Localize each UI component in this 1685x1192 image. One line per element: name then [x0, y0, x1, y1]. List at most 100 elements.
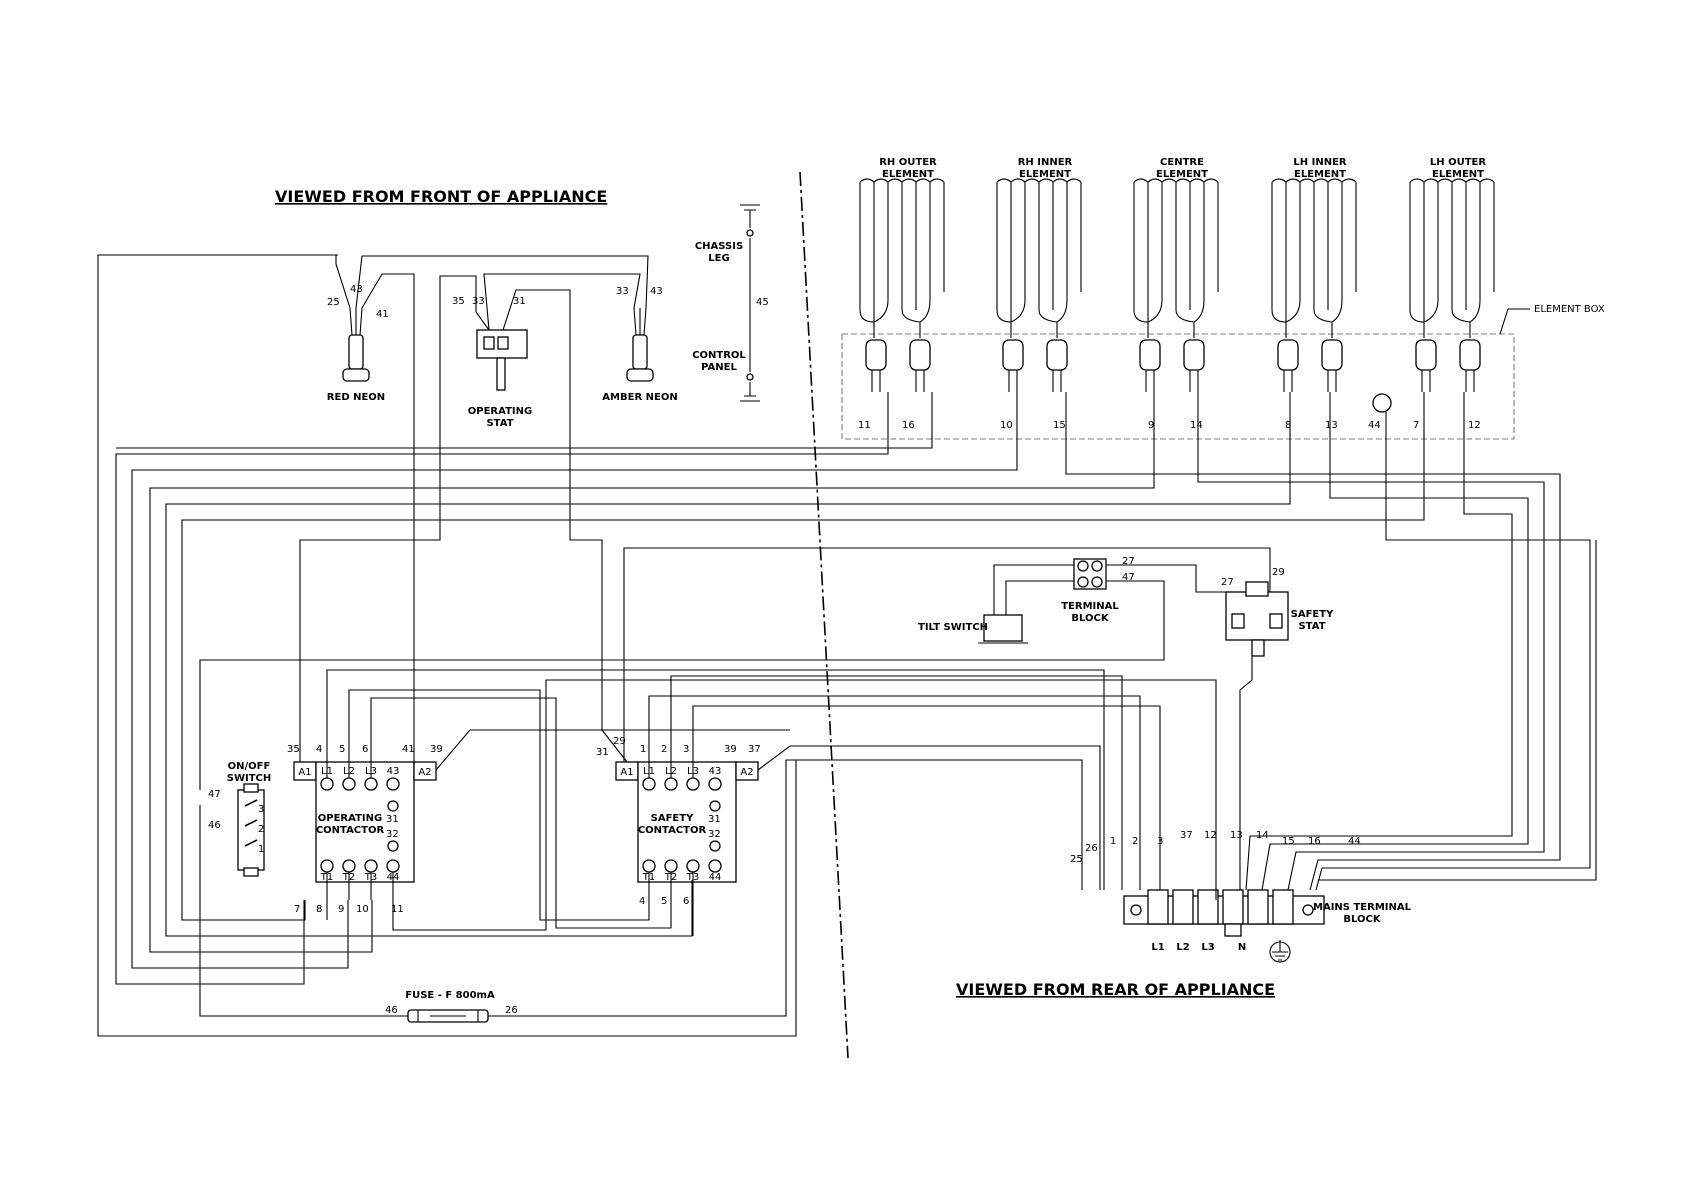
- element-wire-right: 15: [1053, 420, 1066, 431]
- element-wire-right: 16: [902, 420, 915, 431]
- sfc-aux-31: 31: [708, 814, 721, 825]
- switch-wire-46: 46: [208, 820, 221, 831]
- element-label-line2: ELEMENT: [882, 169, 934, 180]
- opc-wire-35: 35: [287, 744, 300, 755]
- sfc-term-a1: A1: [620, 767, 633, 778]
- element-box-label: ELEMENT BOX: [1534, 304, 1605, 315]
- sfc-term-a2: A2: [740, 767, 753, 778]
- sfc-wire-39: 39: [724, 744, 737, 755]
- mains-wire-15: 15: [1282, 836, 1295, 847]
- sfc-term-43: 43: [709, 766, 722, 777]
- control-panel-label-line2: PANEL: [701, 362, 737, 373]
- element-terminal-left: [865, 339, 887, 371]
- element-label-line1: LH OUTER: [1430, 157, 1486, 168]
- sfc-label-line1: SAFETY: [651, 813, 694, 824]
- stat-wire-29: 29: [1272, 567, 1285, 578]
- sfc-wire-3: 3: [683, 744, 689, 755]
- sfc-label-line2: CONTACTOR: [638, 825, 707, 836]
- red-neon-label: RED NEON: [327, 392, 385, 403]
- stat-label-line1: OPERATING: [468, 406, 532, 417]
- element-terminal-right: [909, 339, 931, 371]
- switch-wire-47: 47: [208, 789, 221, 800]
- fuse: FUSE - F 800mA 46 26: [385, 990, 518, 1023]
- switch-pin-2: 2: [258, 824, 264, 835]
- element-label-line1: LH INNER: [1293, 157, 1347, 168]
- mains-wire-13: 13: [1230, 830, 1243, 841]
- mains-term-l1: L1: [1151, 942, 1164, 953]
- element-wire-right: 13: [1325, 420, 1338, 431]
- opc-label-line2: CONTACTOR: [316, 825, 385, 836]
- opc-wire-39: 39: [430, 744, 443, 755]
- opc-wire-9: 9: [338, 904, 344, 915]
- heating-element-lh-outer: LH OUTER ELEMENT 7 12: [1409, 157, 1495, 431]
- operating-stat: 35 33 31 OPERATING STAT: [452, 296, 532, 429]
- mains-term-l2: L2: [1176, 942, 1189, 953]
- element-label-line2: ELEMENT: [1019, 169, 1071, 180]
- element-terminal-left: [1139, 339, 1161, 371]
- red-neon-wire-25: 25: [327, 297, 340, 308]
- amber-neon-label: AMBER NEON: [602, 392, 677, 403]
- switch-pin-1: 1: [258, 844, 264, 855]
- element-box: [841, 333, 1515, 440]
- stat-wire-35: 35: [452, 296, 465, 307]
- red-neon: 25 43 41 RED NEON: [327, 284, 389, 403]
- element-wire-left: 8: [1285, 420, 1291, 431]
- mains-wire-2: 2: [1132, 836, 1138, 847]
- element-terminal-right: [1183, 339, 1205, 371]
- tb-label-line2: BLOCK: [1071, 613, 1109, 624]
- opc-term-a1: A1: [298, 767, 311, 778]
- opc-wire-10: 10: [356, 904, 369, 915]
- element-wire-right: 12: [1468, 420, 1481, 431]
- sfc-wire-6: 6: [683, 896, 689, 907]
- mains-wire-12: 12: [1204, 830, 1217, 841]
- stat-wire-31: 31: [513, 296, 526, 307]
- chassis-earth-link: CHASSIS LEG CONTROL PANEL 45: [692, 204, 769, 402]
- terminal-block: 27 47 TERMINAL BLOCK: [1061, 556, 1134, 624]
- sfc-term-44: 44: [709, 872, 722, 883]
- tilt-switch-label: TILT SWITCH: [918, 622, 988, 633]
- red-neon-wire-41: 41: [376, 309, 389, 320]
- element-terminal-left: [1277, 339, 1299, 371]
- safety-stat-label-line2: STAT: [1298, 621, 1325, 632]
- mains-wire-37: 37: [1180, 830, 1193, 841]
- safety-stat-label-line1: SAFETY: [1291, 609, 1334, 620]
- opc-aux-32: 32: [386, 829, 399, 840]
- opc-wire-41: 41: [402, 744, 415, 755]
- sfc-wire-4: 4: [639, 896, 645, 907]
- opc-wire-6: 6: [362, 744, 368, 755]
- amber-neon: 33 43 AMBER NEON: [602, 286, 677, 403]
- stat-label-line2: STAT: [486, 418, 513, 429]
- sfc-wire-29: 29: [613, 736, 626, 747]
- opc-term-43: 43: [387, 766, 400, 777]
- element-terminal-left: [1415, 339, 1437, 371]
- element-wire-right: 14: [1190, 420, 1203, 431]
- earth-stud: [1372, 393, 1392, 413]
- chassis-label-line1: CHASSIS: [695, 241, 743, 252]
- sfc-wire-1: 1: [640, 744, 646, 755]
- element-wire-left: 9: [1148, 420, 1154, 431]
- opc-term-a2: A2: [418, 767, 431, 778]
- element-label-line1: RH INNER: [1018, 157, 1073, 168]
- amber-neon-wire-43: 43: [650, 286, 663, 297]
- mains-label-line1: MAINS TERMINAL: [1313, 902, 1412, 913]
- sfc-wire-37: 37: [748, 744, 761, 755]
- opc-wire-8: 8: [316, 904, 322, 915]
- earth-wire-45: 45: [756, 297, 769, 308]
- element-terminal-left: [1002, 339, 1024, 371]
- heating-element-rh-outer: RH OUTER ELEMENT 11 16: [858, 157, 945, 431]
- front-view-heading: VIEWED FROM FRONT OF APPLIANCE: [275, 187, 607, 206]
- mains-wire-44: 44: [1348, 836, 1361, 847]
- mains-wire-1: 1: [1110, 836, 1116, 847]
- tb-wire-27: 27: [1122, 556, 1135, 567]
- mains-term-l3: L3: [1201, 942, 1214, 953]
- safety-contactor: A1 L1 L2 L3 43 A2 31 32 SAFETY CONTACTOR…: [596, 736, 761, 907]
- element-box-leader: [1499, 308, 1530, 335]
- fuse-wire-46: 46: [385, 1005, 398, 1016]
- earth-wire-44: 44: [1368, 420, 1381, 431]
- operating-contactor: A1 L1 L2 L3 43 A2 31 32 OPERATING CONTAC…: [287, 744, 443, 915]
- element-label-line1: RH OUTER: [879, 157, 937, 168]
- tb-wire-47: 47: [1122, 572, 1135, 583]
- tb-label-line1: TERMINAL: [1061, 601, 1119, 612]
- mains-label-line2: BLOCK: [1343, 914, 1381, 925]
- fuse-wire-26: 26: [505, 1005, 518, 1016]
